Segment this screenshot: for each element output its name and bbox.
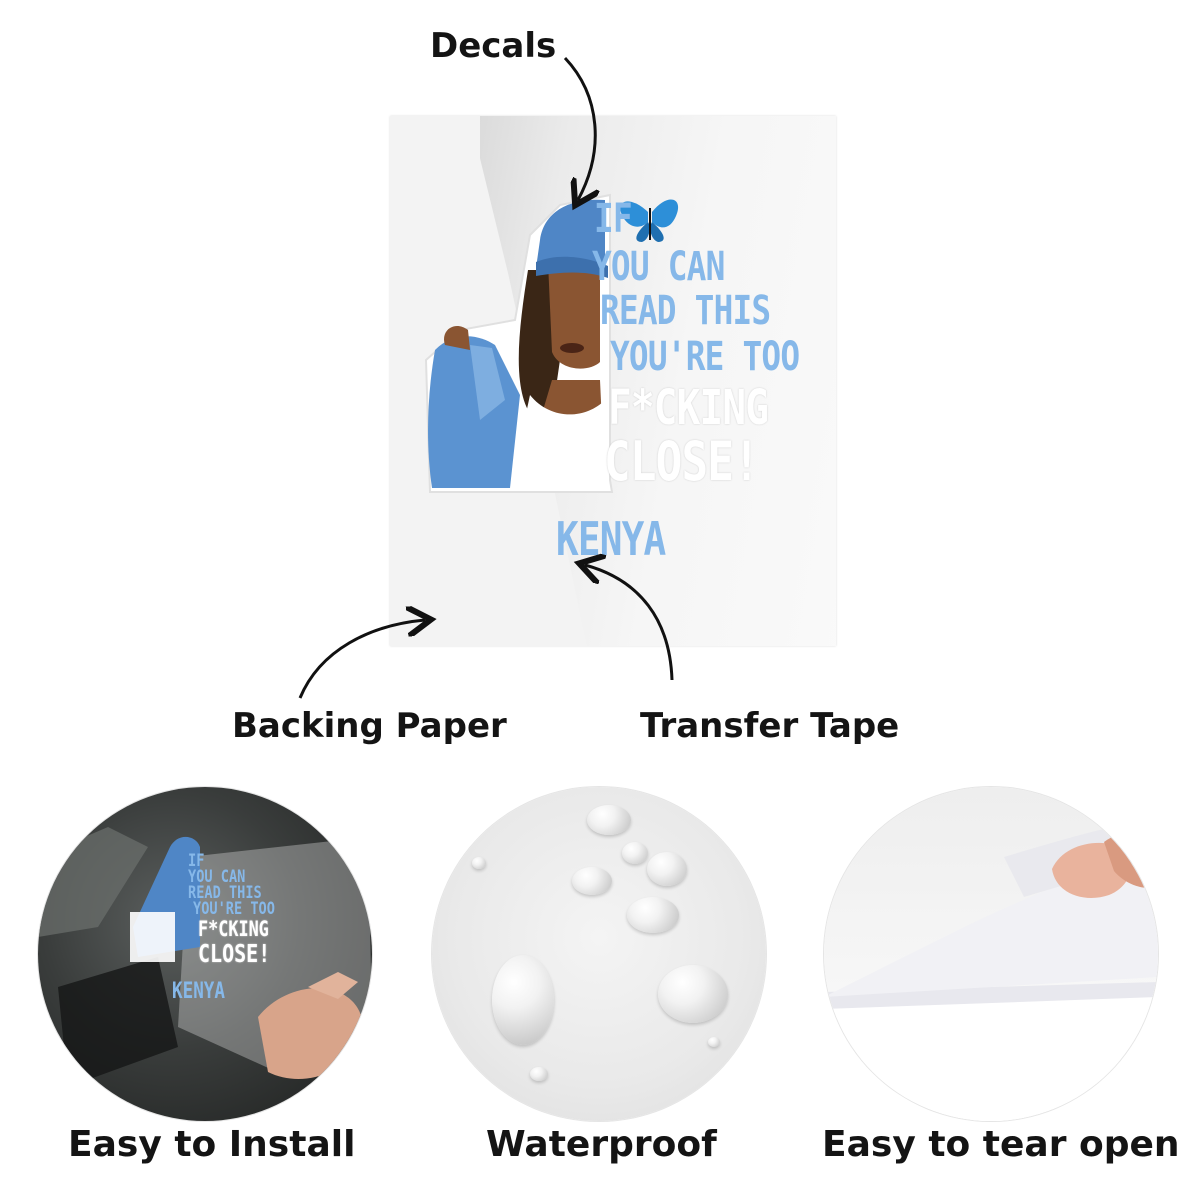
- water-droplet: [627, 897, 679, 933]
- water-droplet: [622, 842, 648, 864]
- water-droplet: [492, 955, 554, 1045]
- transfer-tape-label: Transfer Tape: [640, 706, 900, 746]
- water-droplet: [572, 867, 612, 895]
- water-droplet: [658, 965, 728, 1023]
- decals-label: Decals: [430, 26, 557, 66]
- easy-tear-caption: Easy to tear open: [822, 1124, 1180, 1165]
- decal-line-you-can: YOU CAN: [592, 244, 725, 290]
- decal-line-close: CLOSE!: [604, 430, 760, 493]
- easy-tear-photo: [824, 787, 1158, 1121]
- water-droplet: [647, 852, 687, 886]
- peeling-sheet-icon: [824, 817, 1158, 1121]
- water-droplet: [472, 857, 486, 869]
- water-droplet: [587, 805, 631, 835]
- backing-paper-label: Backing Paper: [232, 706, 507, 746]
- decal-line-youre-too: YOU'RE TOO: [610, 334, 800, 380]
- water-droplet: [530, 1067, 548, 1081]
- easy-install-caption: Easy to Install: [68, 1124, 356, 1165]
- water-droplet: [708, 1037, 720, 1047]
- decal-line-if: IF: [594, 196, 633, 242]
- waterproof-caption: Waterproof: [486, 1124, 717, 1165]
- hand-applying-decal-icon: [38, 827, 372, 1087]
- waterproof-photo: [432, 787, 766, 1121]
- decal-name-kenya: KENYA: [556, 512, 666, 566]
- decal-line-read-this: READ THIS: [600, 288, 771, 334]
- easy-install-photo: IF YOU CAN READ THIS YOU'RE TOO F*CKING …: [38, 787, 372, 1121]
- decal-line-fcking: F*CKING: [608, 380, 769, 436]
